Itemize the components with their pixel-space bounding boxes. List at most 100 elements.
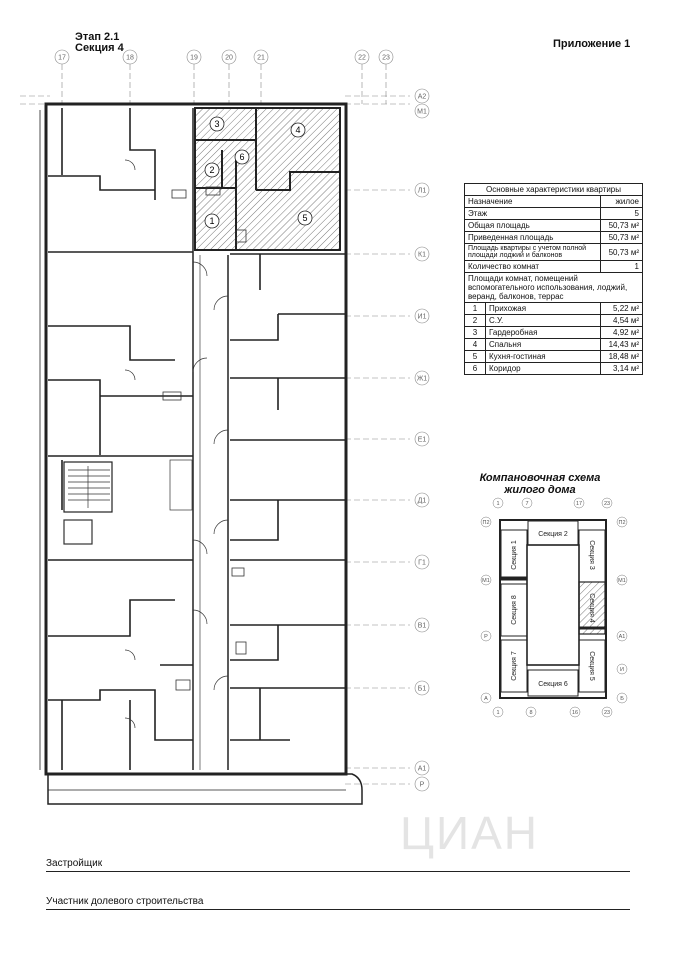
scheme-axis-top: 7 bbox=[521, 497, 533, 509]
axis-marker-top: 23 bbox=[378, 49, 394, 65]
scheme-axis-bottom: 8 bbox=[525, 706, 537, 718]
svg-text:К1: К1 bbox=[418, 252, 426, 259]
axis-marker-side: В1 bbox=[414, 617, 430, 633]
svg-text:21: 21 bbox=[257, 55, 265, 62]
scheme-title-line2: жилого дома bbox=[504, 484, 576, 496]
svg-text:20: 20 bbox=[225, 55, 233, 62]
svg-text:2: 2 bbox=[209, 165, 214, 175]
axis-marker-side: Г1 bbox=[414, 554, 430, 570]
svg-text:22: 22 bbox=[358, 55, 366, 62]
rooms-header: Площади комнат, помещений вспомогательно… bbox=[464, 272, 643, 303]
svg-text:Ж1: Ж1 bbox=[417, 376, 427, 383]
svg-text:М1: М1 bbox=[618, 578, 626, 584]
svg-text:А2: А2 bbox=[418, 94, 427, 101]
axis-marker-side: К1 bbox=[414, 246, 430, 262]
scheme-axis-left: А bbox=[480, 692, 492, 704]
svg-text:1: 1 bbox=[209, 216, 214, 226]
appendix-label: Приложение 1 bbox=[553, 38, 631, 50]
svg-text:Б: Б bbox=[620, 696, 624, 702]
axis-marker-top: 20 bbox=[221, 49, 237, 65]
developer-signature-label: Застройщик bbox=[46, 858, 103, 869]
scheme-section-label: Секция 6 bbox=[538, 681, 568, 688]
room-number-4: 4 bbox=[290, 122, 306, 138]
scheme-axis-bottom: 1 bbox=[492, 706, 504, 718]
svg-text:4: 4 bbox=[295, 125, 300, 135]
svg-text:23: 23 bbox=[604, 501, 610, 507]
scheme-axis-right: П2 bbox=[616, 516, 628, 528]
svg-text:6: 6 bbox=[239, 152, 244, 162]
room-number-1: 1 bbox=[204, 213, 220, 229]
section-label: Секция 4 bbox=[75, 42, 124, 54]
scheme-axis-left: Р bbox=[480, 630, 492, 642]
scheme-section-label: Секция 4 bbox=[588, 593, 595, 623]
axis-marker-top: 17 bbox=[54, 49, 70, 65]
scheme-section-label: Секция 8 bbox=[511, 595, 518, 625]
scheme-section-label: Секция 5 bbox=[588, 651, 595, 681]
axis-marker-top: 21 bbox=[253, 49, 269, 65]
svg-text:17: 17 bbox=[58, 55, 66, 62]
axis-marker-side: А2 bbox=[414, 88, 430, 104]
scheme-title-line1: Компановочная схема bbox=[479, 472, 601, 484]
svg-text:1: 1 bbox=[496, 710, 499, 716]
svg-text:Л1: Л1 bbox=[418, 188, 427, 195]
room-number-3: 3 bbox=[209, 116, 225, 132]
svg-text:23: 23 bbox=[382, 55, 390, 62]
layout-scheme bbox=[499, 519, 607, 699]
axis-marker-side: Д1 bbox=[414, 492, 430, 508]
svg-text:19: 19 bbox=[190, 55, 198, 62]
svg-text:Г1: Г1 bbox=[418, 560, 426, 567]
scheme-axis-left: П2 bbox=[480, 516, 492, 528]
stage-label: Этап 2.1 bbox=[75, 31, 120, 43]
svg-text:Д1: Д1 bbox=[418, 498, 427, 505]
svg-text:5: 5 bbox=[302, 213, 307, 223]
svg-text:18: 18 bbox=[126, 55, 134, 62]
svg-text:А1: А1 bbox=[418, 766, 427, 773]
scheme-axis-left: М1 bbox=[480, 574, 492, 586]
scheme-axis-top: 1 bbox=[492, 497, 504, 509]
scheme-axis-right: А1 bbox=[616, 630, 628, 642]
scheme-axis-top: 17 bbox=[573, 497, 585, 509]
svg-text:А: А bbox=[484, 696, 488, 702]
watermark: ЦИАН bbox=[400, 807, 539, 859]
axis-marker-side: Р bbox=[414, 776, 430, 792]
scheme-section-label: Секция 3 bbox=[588, 540, 595, 570]
highlighted-apartment bbox=[194, 107, 341, 251]
svg-text:17: 17 bbox=[576, 501, 582, 507]
svg-text:Б1: Б1 bbox=[418, 686, 427, 693]
svg-text:М1: М1 bbox=[482, 578, 490, 584]
room-number-2: 2 bbox=[204, 162, 220, 178]
svg-text:Р: Р bbox=[420, 782, 425, 789]
axis-marker-side: А1 bbox=[414, 760, 430, 776]
svg-text:16: 16 bbox=[572, 710, 578, 716]
axis-marker-side: И1 bbox=[414, 308, 430, 324]
svg-text:23: 23 bbox=[604, 710, 610, 716]
axis-marker-top: 18 bbox=[122, 49, 138, 65]
axis-marker-side: Б1 bbox=[414, 680, 430, 696]
svg-text:8: 8 bbox=[529, 710, 532, 716]
svg-text:П2: П2 bbox=[482, 520, 489, 526]
table-row: Площадь квартиры с учетом полной площади… bbox=[463, 243, 643, 261]
scheme-axis-top: 23 bbox=[601, 497, 613, 509]
svg-text:1: 1 bbox=[496, 501, 499, 507]
svg-text:Е1: Е1 bbox=[418, 437, 427, 444]
participant-signature-label: Участник долевого строительства bbox=[46, 896, 204, 907]
axis-marker-side: Е1 bbox=[414, 431, 430, 447]
svg-text:П2: П2 bbox=[618, 520, 625, 526]
axis-marker-side: Ж1 bbox=[414, 370, 430, 386]
scheme-section-label: Секция 1 bbox=[511, 540, 518, 570]
scheme-section-label: Секция 2 bbox=[538, 531, 568, 538]
svg-text:И1: И1 bbox=[418, 314, 427, 321]
room-number-6: 6 bbox=[234, 149, 250, 165]
table-title: Основные характеристики квартиры bbox=[464, 183, 643, 196]
room-number-5: 5 bbox=[297, 210, 313, 226]
